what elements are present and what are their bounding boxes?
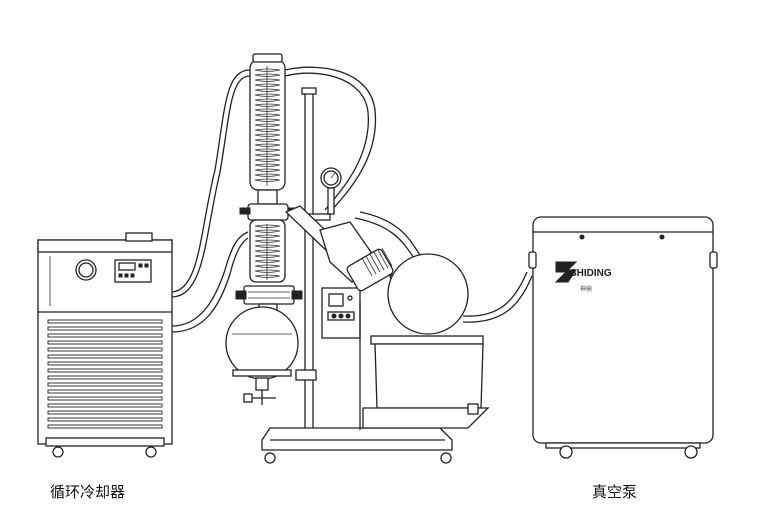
vacuum-pump: SHIDING 神鼎 [528, 216, 718, 459]
chiller-caption: 循环冷却器 [50, 483, 126, 501]
vacuum-gauge-icon [320, 167, 342, 215]
chiller-grille [47, 319, 163, 429]
vacuum-pump-caption: 真空泵 [592, 483, 638, 501]
circulating-chiller [37, 232, 173, 458]
wheel-icon [684, 445, 698, 459]
receiving-flask [225, 303, 299, 405]
wheel-icon [264, 452, 276, 464]
motor-coupling [361, 247, 393, 277]
condenser-coil [254, 68, 281, 182]
tubing [171, 66, 533, 333]
condenser [235, 53, 303, 305]
wheel-icon [559, 445, 573, 459]
wheel-icon [440, 452, 452, 464]
brand-logo-text: SHIDING [570, 268, 612, 279]
brand-logo-subtext: 神鼎 [580, 285, 592, 293]
wheel-icon [145, 446, 157, 458]
evaporating-flask [387, 253, 469, 335]
heating-bath [359, 302, 490, 430]
wheel-icon [52, 446, 64, 458]
control-panel [321, 287, 361, 339]
brand-logo-icon [554, 261, 578, 283]
rotary-motor [284, 205, 394, 292]
